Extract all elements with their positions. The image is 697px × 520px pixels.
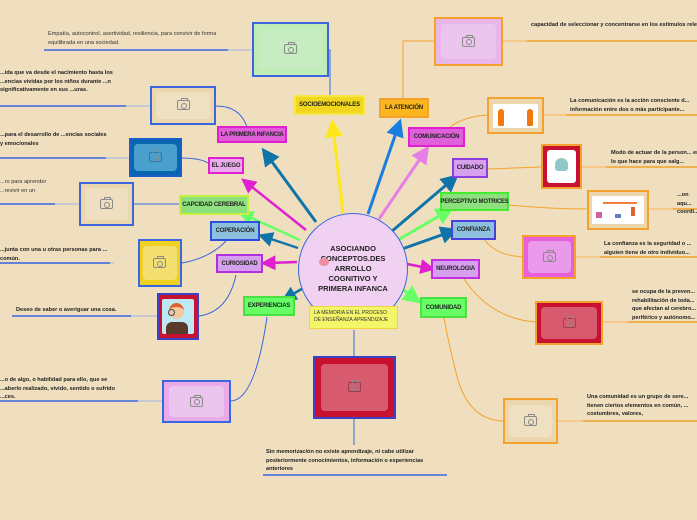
arrow-el-juego [241,178,307,231]
note-perceptivo-motrices: ...on aqu... coordi... [677,192,697,216]
note-comunidad: Una comunidad es un grupo de sere... tie… [587,394,689,418]
topic-comunicacion[interactable]: COMUNICACIÓN [408,127,465,147]
arrow-coperacion [257,232,299,250]
topic-label: EL JUEGO [211,162,241,169]
topic-label: SOCIOEMOCIONALES [299,102,360,108]
magnifying-glass-boy-illustration[interactable] [157,293,199,340]
topic-experiencias[interactable]: EXPERIENCIAS [243,296,295,316]
image-neurologia[interactable] [535,301,603,345]
topic-perceptivo-motrices[interactable]: PERCEPTIVO MOTRICES [440,192,509,211]
topic-label: CONFIANZA [456,227,491,233]
people-talking-illustration[interactable] [487,97,544,134]
topic-label: CUIDADO [456,165,484,171]
topic-label: NEUROLOGIA [436,266,475,272]
camera-icon [176,98,190,111]
brain-icon [319,258,329,266]
note-la-atencion: capacidad de seleccionar y concentrarse … [531,22,697,28]
arrow-comunicacion [377,145,430,220]
note-experiencias: ...o de algo, o habilidad para ello, que… [0,377,116,401]
central-topic-title: ASOCIANDO CONCEPTOS.DES ARROLLO COGNITIV… [318,244,388,293]
child-figure-icon [615,214,621,218]
image-coperacion[interactable] [138,239,182,287]
note-neurologia: se ocupa de la preven... rehabilitación … [632,289,697,321]
arrow-la-atencion [366,118,404,215]
arrow-socioemocionales [325,119,345,214]
topic-label: CURIOSIDAD [221,260,258,267]
arrow-perceptivo-motrices [397,207,454,242]
note-capcidad-cerebral: ...ro para aprender ...revivir en un [0,179,47,194]
camera-icon [283,42,297,55]
note-coperacion: ...junta con una u otras personas para .… [0,247,108,262]
topic-label: PERCEPTIVO MOTRICES [440,198,509,205]
memory-subtopic[interactable]: LA MEMORIA EN EL PROCESO DE ENSEÑANZA AP… [309,306,398,329]
image-capcidad-cerebral[interactable] [79,182,134,226]
image-memoria[interactable] [313,356,396,419]
image-comunidad[interactable] [503,398,558,444]
topic-curiosidad[interactable]: CURIOSIDAD [216,254,263,273]
note-confianza: La confianza es la seguridad o ... algui… [604,241,692,256]
topic-neurologia[interactable]: NEUROLOGIA [431,259,480,279]
arrow-curiosidad [260,255,298,271]
note-memoria: Sin memorización no existe aprendizaje, … [266,449,424,473]
image-experiencias[interactable] [162,380,231,423]
topic-comunidad[interactable]: COMUNIDAD [420,297,467,318]
note-cuidado: Modo de actuar de la person... en lo que… [611,150,697,165]
image-confianza[interactable] [522,235,576,279]
camera-icon [348,380,361,393]
child-figure-icon [596,212,602,218]
camera-icon [542,250,556,262]
arrow-capcidad-cerebral [238,211,301,242]
topic-label: CAPCIDAD CEREBRAL [182,202,246,208]
camera-icon [189,394,203,407]
topic-coperacion[interactable]: COPERACIÓN [210,221,260,241]
topic-label: EXPERIENCIAS [247,303,291,309]
camera-icon [99,197,113,209]
topic-el-juego[interactable]: EL JUEGO [208,157,244,174]
arrow-la-primera-infancia [261,147,318,223]
camera-icon [149,150,162,163]
children-activities-illustration[interactable] [587,190,649,230]
topic-label: LA PRIMERA INFANCIA [220,131,284,138]
topic-cuidado[interactable]: CUIDADO [452,158,488,178]
topic-label: LA ATENCIÓN [385,105,423,111]
camera-icon [562,316,576,328]
topic-la-primera-infancia[interactable]: LA PRIMERA INFANCIA [217,126,287,143]
image-socioemocionales[interactable] [252,22,329,77]
child-figure-icon [631,207,635,216]
note-comunicacion: La comunicación es la acción consciente … [570,98,690,113]
camera-icon [153,256,167,268]
topic-la-atencion[interactable]: LA ATENCIÓN [379,98,429,118]
topic-confianza[interactable]: CONFIANZA [451,220,496,240]
image-el-juego[interactable] [129,138,182,177]
topic-label: COPERACIÓN [215,228,255,234]
image-la-atencion[interactable] [434,17,503,66]
note-curiosidad: Deseo de saber o averiguar una cosa. [16,307,117,313]
arrow-neurologia [406,259,436,274]
note-socioemocionales: Empatía, autocontrol, asertividad, resil… [48,31,217,46]
topic-label: COMUNICACIÓN [413,134,460,140]
arrow-cuidado [390,174,459,234]
person-figure-icon [498,109,504,126]
caring-hands-illustration[interactable] [541,144,582,189]
arrow-confianza [401,226,459,251]
topic-socioemocionales[interactable]: SOCIOEMOCIONALES [294,95,365,115]
heart-hands-icon [555,158,568,171]
topic-capcidad-cerebral[interactable]: CAPCIDAD CEREBRAL [179,195,249,215]
camera-icon [523,414,537,426]
camera-icon [461,34,475,47]
magnifying-glass-icon [168,309,175,316]
topic-label: COMUNIDAD [425,304,462,311]
note-la-primera-infancia: ...ida que va desde el nacimiento hasta … [0,70,113,94]
person-figure-icon [527,109,533,126]
note-el-juego: ...para el desarrollo de ...encias socia… [0,132,107,147]
image-la-primera-infancia[interactable] [150,86,216,125]
